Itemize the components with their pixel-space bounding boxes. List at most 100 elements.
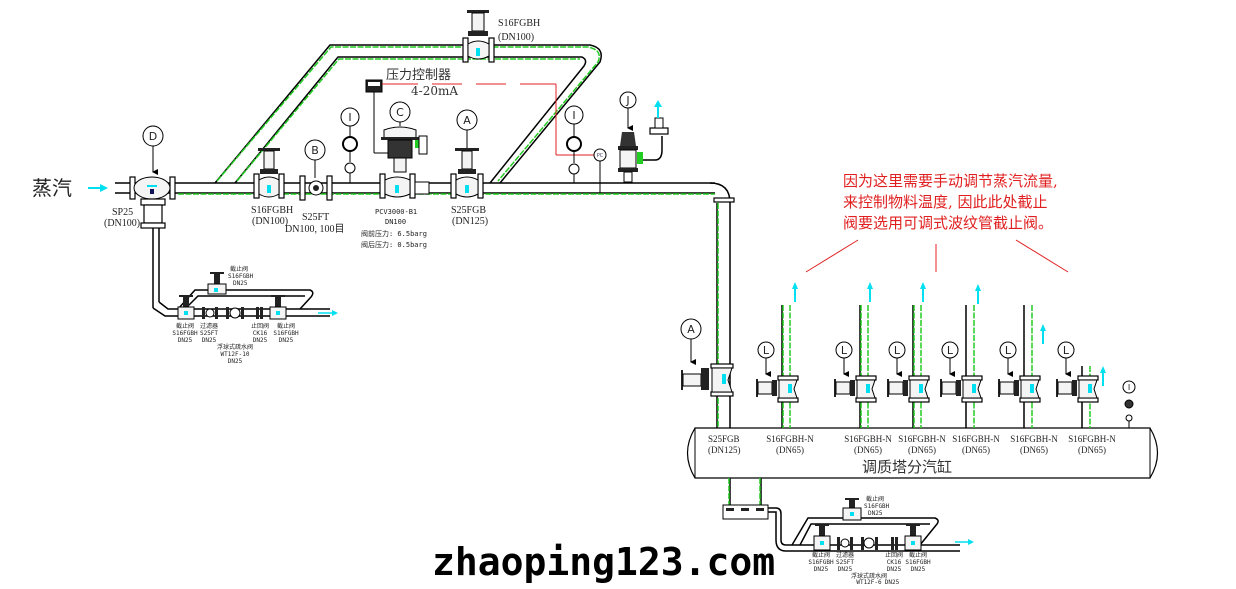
trap2-check-valve[interactable] <box>891 537 898 550</box>
note-line-1: 因为这里需要手动调节蒸汽流量, <box>843 172 1058 190</box>
trap2-inlet-valve[interactable] <box>813 524 831 551</box>
pressure-transmitter: PC <box>593 148 607 193</box>
outlet-size: (DN65) <box>1020 445 1048 455</box>
tag-i: I <box>348 111 351 124</box>
globe-valve-s16fgbh[interactable] <box>253 148 285 199</box>
trap2-outlet-valve[interactable] <box>904 524 922 551</box>
valve-disc <box>788 384 792 393</box>
separator-model: SP25 <box>112 207 133 218</box>
strainer-size: DN100, 100目 <box>285 224 344 235</box>
inlet-label: 蒸汽 <box>32 176 72 200</box>
watermark: zhaoping123.com <box>432 540 775 584</box>
valve-flange <box>1019 397 1041 403</box>
gauge-icon <box>342 136 358 152</box>
outlet-globe-valve[interactable] <box>887 375 930 403</box>
tag-i: I <box>1128 383 1130 392</box>
outlet-globe-valve[interactable] <box>756 375 799 403</box>
handwheel-icon <box>998 379 1000 397</box>
controller-signal: 4-20mA <box>411 84 458 98</box>
trap1-item-size: DN25 <box>202 337 217 344</box>
valve-flange <box>1077 375 1099 381</box>
gauge-icon <box>1124 399 1134 409</box>
header-inlet-valve[interactable]: A <box>680 318 734 397</box>
outlet-model: S16FGBH-N <box>1010 434 1058 444</box>
flow-arrow-head <box>1040 324 1046 331</box>
trap2-item-model: S16FGBH <box>905 559 931 566</box>
valve-bonnet <box>757 381 773 395</box>
valve-flange <box>1077 397 1099 403</box>
steam-separator[interactable]: D <box>129 125 176 229</box>
trap2-bypass-valve[interactable] <box>842 498 862 521</box>
flow-arrow-head <box>920 282 926 289</box>
valve-flange <box>777 375 799 381</box>
trap1-check-valve[interactable] <box>256 307 263 319</box>
bypass-valve-size: (DN100) <box>498 32 534 43</box>
strainer-s25ft[interactable]: B <box>299 139 333 201</box>
trap1-strainer[interactable] <box>202 307 218 319</box>
trap-set-2: 截止阀 S16FGBH DN25 <box>813 495 922 551</box>
valve-stem <box>1072 380 1077 396</box>
tag-b: B <box>311 144 319 157</box>
handwheel-icon <box>887 379 889 397</box>
trap1-item-name: 止回阀 <box>251 322 269 330</box>
outlet-model: S16FGBH-N <box>898 434 946 444</box>
outlet-globe-valve[interactable] <box>834 375 877 403</box>
valve-bonnet <box>835 381 851 395</box>
flow-arrow-icon <box>88 184 108 192</box>
valve-disc <box>866 384 870 393</box>
tag-a: A <box>463 114 471 127</box>
trap2-item-size: DN25 <box>887 566 902 573</box>
trap1-inlet-valve[interactable] <box>177 295 195 320</box>
outlet-size: (DN65) <box>854 445 882 455</box>
trap1-outlet-valve[interactable] <box>269 295 287 320</box>
bypass-globe-valve[interactable] <box>462 10 495 63</box>
header-outlet-labels: S16FGBH-N (DN65) S16FGBH-N (DN65) S16FGB… <box>766 434 1116 455</box>
note-line-2: 来控制物料温度, 因此此处截止 <box>843 193 1048 211</box>
trap1-item-model: S16FGBH <box>273 330 299 337</box>
trap1-bypass-valve[interactable] <box>207 272 227 295</box>
flow-arrow-head <box>1100 366 1106 373</box>
valve1-model: S16FGBH <box>251 205 293 216</box>
controller-title: 压力控制器 <box>386 68 451 83</box>
trap2-item-model: WT12F-6 <box>856 579 882 586</box>
outlet-globe-valve[interactable] <box>998 375 1041 403</box>
trap1-float-trap[interactable] <box>226 307 244 319</box>
valve-stem <box>772 380 777 396</box>
pressure-gauge-1: I <box>340 107 360 183</box>
header-outlet: L <box>834 282 877 428</box>
trap1-item-name: 过滤器 <box>200 322 218 330</box>
valve-disc <box>1088 384 1092 393</box>
pressure-controller[interactable] <box>365 79 390 154</box>
trap2-item-size: DN25 <box>885 579 900 586</box>
outlet-globe-valve[interactable] <box>1056 375 1099 403</box>
valve-bonnet <box>999 381 1015 395</box>
safety-valve[interactable]: J <box>618 91 669 183</box>
valve-flange <box>908 375 930 381</box>
trap1-bypass-model: S16FGBH <box>228 273 254 280</box>
valve-stem <box>903 380 908 396</box>
trap1-item-name: 截止阀 <box>277 322 295 330</box>
trap2-float-trap[interactable] <box>861 537 878 550</box>
trap2-bypass-name: 截止阀 <box>866 495 884 503</box>
valve-flange <box>961 397 983 403</box>
trap-set-1: 截止阀 S16FGBH DN25 <box>177 265 287 320</box>
valve-bonnet <box>888 381 904 395</box>
tag-c: C <box>396 106 404 119</box>
trap2-strainer[interactable] <box>837 537 853 550</box>
header-outlet: L <box>998 305 1046 428</box>
outlet-globe-valve[interactable] <box>940 375 983 403</box>
tag-l: L <box>1063 344 1070 357</box>
valve-flange <box>908 397 930 403</box>
trap1-item-name: 截止阀 <box>176 322 194 330</box>
gauge-icon <box>566 136 582 152</box>
trap1-item-size: DN25 <box>253 337 268 344</box>
control-valve-pcv3000[interactable]: C <box>379 101 430 199</box>
signal-line <box>382 83 594 156</box>
trap2-item-name: 浮球式疏水阀 <box>851 572 887 580</box>
globe-valve-s25fgb[interactable]: A <box>450 109 484 199</box>
steam-header-vessel <box>686 427 1159 479</box>
valve-stem <box>956 380 961 396</box>
trap2-item-name: 截止阀 <box>909 551 927 559</box>
trap2-item-name: 截止阀 <box>812 551 830 559</box>
flow-arrow-head <box>975 284 981 291</box>
